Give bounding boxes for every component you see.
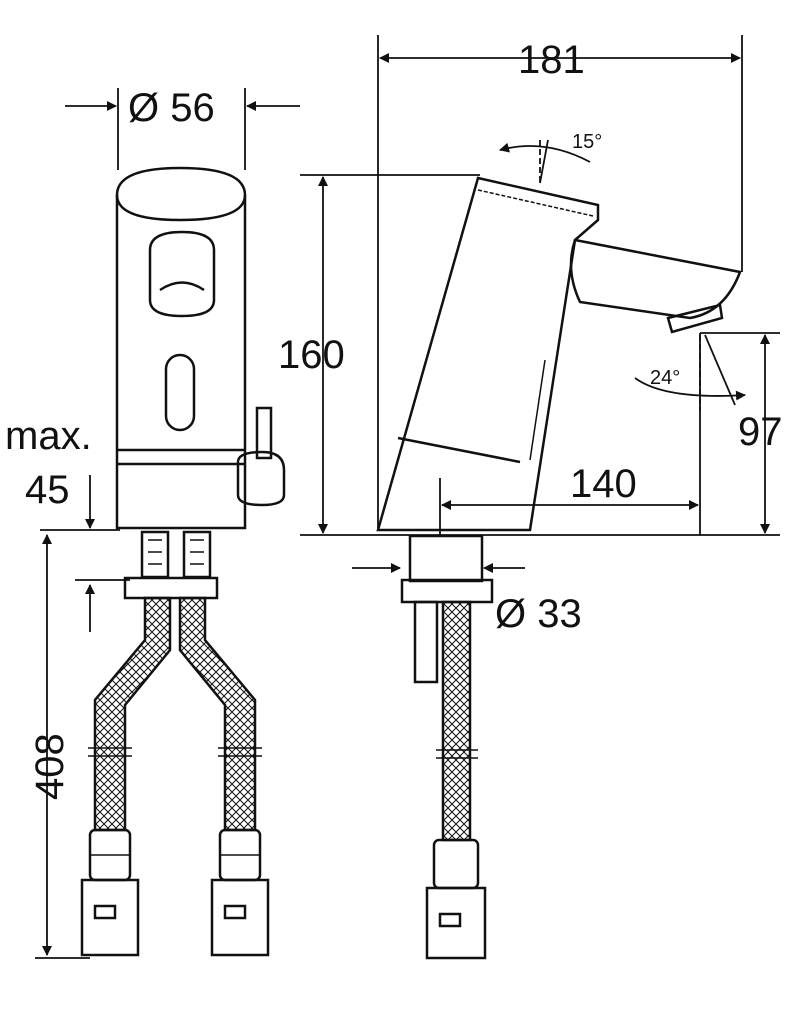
front-view-hoses <box>80 530 270 957</box>
max-45-label: 45 <box>25 468 70 512</box>
outlet-reach-140-label: 140 <box>570 462 637 506</box>
max-label: max. <box>5 414 92 458</box>
dimension-lines <box>35 35 780 959</box>
side-view-hose <box>400 534 494 960</box>
front-view-faucet <box>115 166 286 530</box>
side-view-faucet <box>376 176 742 532</box>
outlet-height-97-label: 97 <box>738 410 783 454</box>
overall-length-181-label: 181 <box>518 38 585 82</box>
hose-length-408-label: 408 <box>28 733 72 800</box>
spout-angle-label: 24° <box>650 367 681 389</box>
height-160-label: 160 <box>278 333 345 377</box>
lever-angle-label: 15° <box>572 131 603 153</box>
diameter-56-label: Ø 56 <box>128 86 215 130</box>
shank-diameter-33-label: Ø 33 <box>495 592 582 636</box>
